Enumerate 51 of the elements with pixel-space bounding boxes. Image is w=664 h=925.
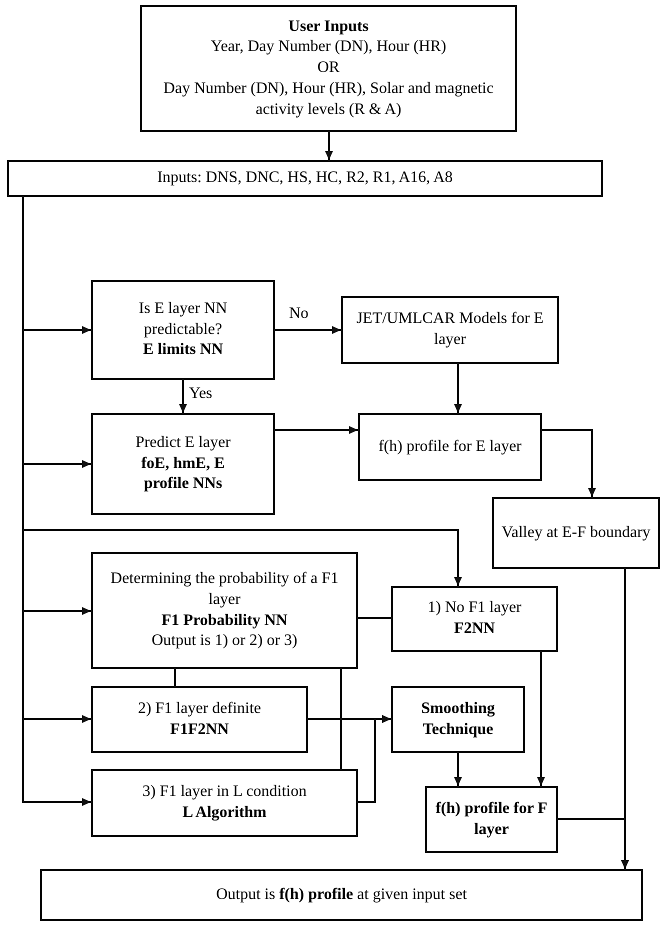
box-text: Predict E layer <box>135 432 231 453</box>
box-text: Day Number (DN), Hour (HR), Solar and magnetic activity levels (R & A) <box>162 78 495 120</box>
process-box <box>91 280 275 380</box>
box-text: Valley at E-F boundary <box>502 522 650 543</box>
box-text: JET/UMLCAR Models for E layer <box>355 309 545 350</box>
process-box <box>492 497 660 569</box>
process-box <box>40 869 643 921</box>
process-box <box>91 686 308 753</box>
arrow <box>454 753 462 786</box>
box-text: Smoothing Technique <box>420 698 496 740</box>
arrow <box>275 326 341 334</box>
box-text: E limits NN <box>143 340 223 360</box>
box-text: 3) F1 layer in L condition <box>142 782 307 802</box>
process-box <box>91 552 358 669</box>
arrow <box>558 818 629 869</box>
box-text: Determining the probability of a F1 layer <box>110 568 340 610</box>
arrow <box>179 380 187 413</box>
process-box <box>358 413 542 481</box>
connector-line <box>358 617 391 619</box>
box-text: Output is 1) or 2) or 3) <box>152 631 298 652</box>
box-text: Output is f(h) profile at given input set <box>216 884 467 905</box>
arrow <box>275 426 358 434</box>
box-text: F1 Probability NN <box>162 610 288 630</box>
arrow <box>454 364 462 413</box>
arrow <box>325 132 333 160</box>
process-box <box>7 160 603 197</box>
connector-line <box>174 669 176 686</box>
box-text: L Algorithm <box>182 803 266 823</box>
connector-line <box>340 669 342 769</box>
box-text: F2NN <box>454 619 495 639</box>
box-text: F1F2NN <box>170 720 229 740</box>
box-text: 2) F1 layer definite <box>138 698 262 719</box>
box-text: User Inputs <box>288 16 369 36</box>
box-text: f(h) profile for E layer <box>378 436 522 457</box>
arrow <box>537 652 545 786</box>
box-text: f(h) profile for F layer <box>434 798 548 840</box>
process-box <box>391 686 525 753</box>
box-text: foE, hmE, E profile NNs <box>140 454 226 494</box>
process-box <box>140 5 517 132</box>
arrow <box>358 715 391 803</box>
process-box <box>391 586 558 652</box>
process-box <box>341 296 559 364</box>
box-text: Year, Day Number (DN), Hour (HR) <box>210 37 446 58</box>
box-text: Inputs: DNS, DNC, HS, HC, R2, R1, A16, A8 <box>157 168 453 188</box>
process-box <box>425 786 558 853</box>
arrow <box>542 429 596 497</box>
box-text: 1) No F1 layer <box>428 598 522 618</box>
box-text: Is E layer NN predictable? <box>138 298 228 340</box>
process-box <box>91 413 275 515</box>
box-text: OR <box>317 58 340 78</box>
process-box <box>91 769 358 837</box>
